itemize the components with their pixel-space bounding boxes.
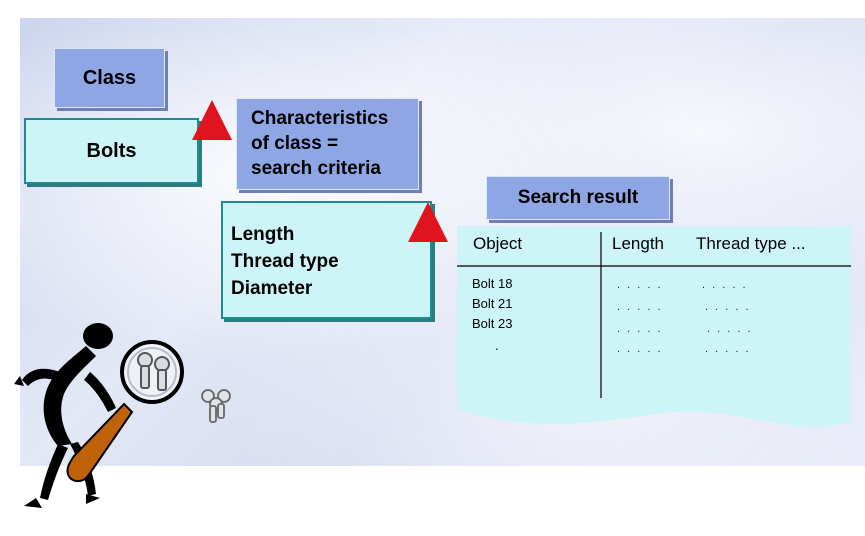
- class-box: Class: [54, 48, 165, 108]
- characteristics-box: Characteristics of class = search criter…: [236, 98, 419, 190]
- table-header-length: Length: [612, 234, 664, 253]
- table-cell-thread: . . . . .: [705, 301, 751, 313]
- table-cell-thread: . . . . .: [702, 279, 748, 291]
- table-cell-thread: . . . . .: [707, 323, 753, 335]
- table-header-object: Object: [473, 234, 523, 253]
- table-cell-length: . . . . .: [617, 343, 663, 355]
- table-cell-length: . . . . .: [617, 279, 663, 291]
- table-cell-length: . . . . .: [617, 323, 663, 335]
- criteria-item-diameter: Diameter: [231, 278, 313, 299]
- bolts-icon: [201, 389, 231, 423]
- table-cell-thread: . . . . .: [705, 343, 751, 355]
- magnifier-person-icon: [14, 323, 231, 508]
- arrow-up-icon: [192, 100, 232, 140]
- search-result-box: Search result: [486, 176, 670, 220]
- arrow-up-icon: [408, 202, 448, 242]
- characteristics-line-3: search criteria: [251, 158, 381, 179]
- search-result-label: Search result: [517, 187, 639, 208]
- characteristics-line-1: Characteristics: [251, 108, 389, 129]
- criteria-box: Length Thread type Diameter: [221, 201, 432, 319]
- table-cell-object: .: [495, 338, 499, 353]
- bolts-label: Bolts: [86, 139, 137, 162]
- result-table-background: [457, 226, 851, 427]
- criteria-item-thread-type: Thread type: [231, 251, 339, 272]
- table-header-thread-type: Thread type ...: [696, 234, 806, 253]
- table-cell-length: . . . . .: [617, 301, 663, 313]
- bolts-box: Bolts: [24, 118, 199, 184]
- criteria-item-length: Length: [231, 224, 295, 245]
- table-cell-object: Bolt 23: [472, 316, 513, 331]
- table-cell-object: Bolt 21: [472, 296, 513, 311]
- result-table: Object Length Thread type ... Bolt 18 . …: [457, 226, 851, 436]
- characteristics-line-2: of class =: [251, 133, 339, 154]
- table-cell-object: Bolt 18: [472, 276, 513, 291]
- class-label: Class: [82, 66, 137, 89]
